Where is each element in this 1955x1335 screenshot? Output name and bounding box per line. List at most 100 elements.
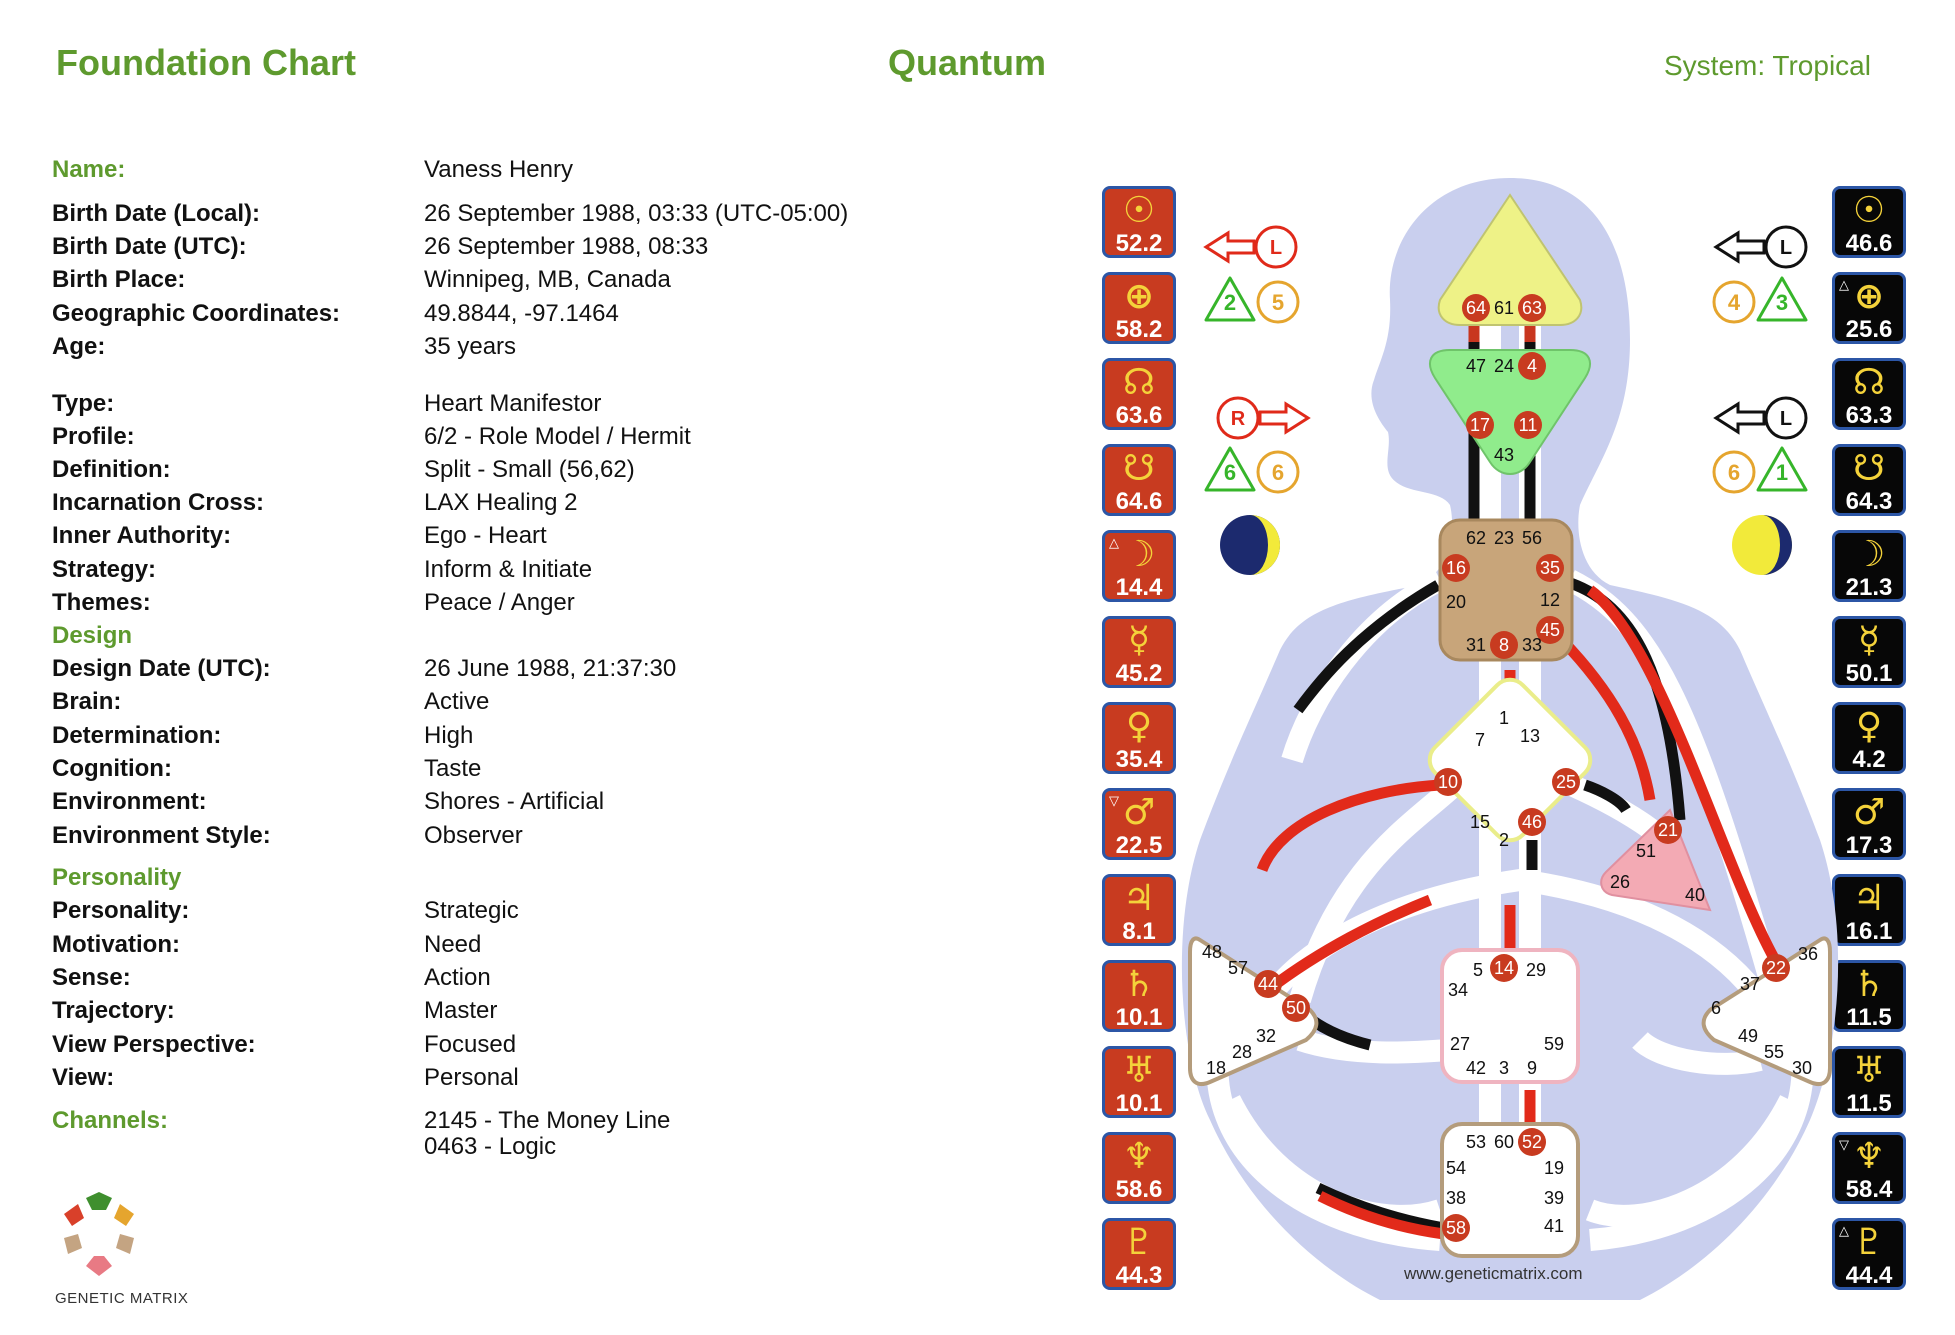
gate-45-marker [1536,616,1564,644]
info-label: Inner Authority: [52,522,232,549]
gate-10: 10 [1438,772,1458,792]
personality-moon-icon [1732,515,1792,575]
gate-21-marker [1654,816,1682,844]
gate-28: 28 [1232,1042,1252,1062]
personality-bottom-color: 6 [1712,450,1756,494]
info-label: Determination: [52,722,222,749]
mercury-icon: ☿ [1127,620,1151,661]
personality-top-tone: 3 [1756,276,1808,322]
moon-icon: ☽ [1122,534,1156,575]
gate-21: 21 [1658,820,1678,840]
gate-11: 11 [1519,415,1538,435]
neptune-icon: ♆ [1852,1136,1886,1177]
planet-value: 58.4 [1845,1176,1893,1203]
planet-value: 52.2 [1115,230,1163,257]
variable-number: 6 [1224,460,1236,485]
info-label: Birth Date (UTC): [52,233,247,260]
logo-text: GENETIC MATRIX [55,1290,189,1307]
gate-4-marker [1518,352,1546,380]
gate-60: 60 [1494,1132,1514,1152]
planet-value: 16.1 [1845,918,1893,945]
gate-43: 43 [1494,445,1514,465]
gate-5: 5 [1473,960,1483,980]
info-label: Environment Style: [52,822,271,849]
design-heading: Design [52,622,133,649]
info-value: Inform & Initiate [424,556,593,583]
design-bottom-tone: 6 [1204,446,1256,492]
sun-tile: ☉46.6 [1832,186,1906,258]
info-label: Age: [52,333,106,360]
channel-activations [1256,325,1780,1240]
gate-58: 58 [1446,1218,1466,1238]
earth-tile: △⊕25.6 [1832,272,1906,344]
mercury-tile: ☿50.1 [1832,616,1906,688]
pluto-icon: ♇ [1852,1222,1886,1263]
design-bottom-color: 6 [1256,450,1300,494]
gate-27: 27 [1450,1034,1470,1054]
moon-tile: ☽21.3 [1832,530,1906,602]
info-label: Name: [52,156,126,183]
info-value: Observer [424,822,523,849]
venus-icon: ♀ [1855,706,1883,747]
personality-view-arrow: L [1713,396,1808,440]
variable-number: 3 [1776,290,1788,315]
sun-tile: ☉52.2 [1102,186,1176,258]
gate-4: 4 [1527,356,1537,376]
gate-25-marker [1552,768,1580,796]
variable-letter: L [1780,408,1792,430]
uranus-tile: ♅11.5 [1832,1046,1906,1118]
tile-mark: △ [1839,1223,1849,1238]
mars-tile: ▽♂22.5 [1102,788,1176,860]
info-value: Peace / Anger [424,589,575,616]
info-value: Need [424,931,482,958]
south-node-icon: ☋ [1123,448,1155,489]
gate-33: 33 [1522,635,1542,655]
planet-value: 64.6 [1115,488,1163,515]
info-label: Birth Place: [52,266,186,293]
south-node-icon: ☋ [1853,448,1885,489]
gate-30: 30 [1792,1058,1812,1078]
spleen-center [1188,936,1319,1087]
chart-subtitle: Quantum [888,42,1046,83]
channel-item: 2145 - The Money Line [424,1107,671,1134]
gate-51: 51 [1636,841,1656,861]
personality-top-color: 4 [1712,280,1756,324]
neptune-tile: ♆58.6 [1102,1132,1176,1204]
info-value: Winnipeg, MB, Canada [424,266,671,293]
info-value: Vaness Henry [424,156,573,183]
planet-value: 10.1 [1115,1090,1163,1117]
page-title: Foundation Chart [56,42,356,83]
info-value: Ego - Heart [424,522,547,549]
planet-value: 10.1 [1115,1004,1163,1031]
gate-12: 12 [1540,590,1560,610]
gate-52: 52 [1522,1132,1542,1152]
variable-letter: L [1780,237,1792,259]
planet-value: 44.3 [1115,1262,1163,1289]
info-label: Type: [52,390,115,417]
gate-26: 26 [1610,872,1630,892]
jupiter-icon: ♃ [1122,878,1156,919]
earth-icon: ⊕ [1853,276,1885,317]
gate-63: 63 [1522,298,1542,318]
gate-35: 35 [1540,558,1560,578]
info-value: 26 September 1988, 08:33 [424,233,709,260]
gate-64: 64 [1466,298,1486,318]
gate-52-marker [1518,1128,1546,1156]
info-label: Brain: [52,688,122,715]
gate-9: 9 [1527,1058,1537,1078]
gate-55: 55 [1764,1042,1784,1062]
gate-50-marker [1282,994,1310,1022]
gate-6: 6 [1711,998,1721,1018]
mars-icon: ♂ [1122,792,1156,833]
gate-20: 20 [1446,592,1466,612]
gate-24: 24 [1494,356,1514,376]
planet-value: 35.4 [1115,746,1163,773]
personality-heading: Personality [52,864,182,891]
north-node-icon: ☊ [1123,362,1155,403]
gate-22-marker [1762,954,1790,982]
gate-16-marker [1442,554,1470,582]
personality-perspective-arrow: L [1713,225,1808,269]
variable-number: 2 [1224,290,1236,315]
neptune-icon: ♆ [1122,1136,1156,1177]
jupiter-icon: ♃ [1852,878,1886,919]
